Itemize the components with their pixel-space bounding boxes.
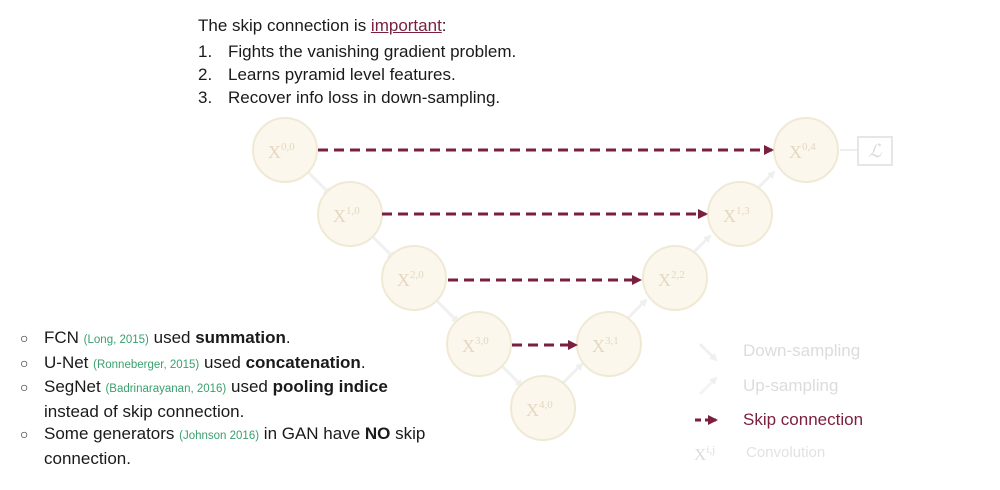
bullet-text: Some generators bbox=[44, 424, 180, 443]
bullet-item: ○ Some generators (Johnson 2016) in GAN … bbox=[20, 423, 470, 470]
bullet-text: instead of skip connection. bbox=[44, 401, 245, 421]
node-superscript: 2,2 bbox=[671, 269, 685, 281]
legend-skip-connection: Skip connection bbox=[743, 410, 864, 429]
bullet-item: ○ SegNet (Badrinarayanan, 2016) used poo… bbox=[20, 376, 470, 423]
node-label: X bbox=[333, 206, 346, 226]
node-superscript: 2,0 bbox=[410, 269, 424, 281]
legend-down-sampling: Down-sampling bbox=[743, 341, 861, 360]
bullet-bold: concatenation bbox=[245, 352, 361, 372]
node-x31: X3,1 bbox=[576, 311, 642, 377]
bullet-item: ○ FCN (Long, 2015) used summation. bbox=[20, 327, 470, 352]
node-x00: X0,0 bbox=[252, 117, 318, 183]
numbered-list: 1. Fights the vanishing gradient problem… bbox=[198, 40, 516, 109]
legend-convolution: Convolution bbox=[746, 444, 826, 461]
node-superscript: 1,0 bbox=[346, 205, 360, 217]
svg-text:X3,1: X3,1 bbox=[592, 335, 619, 356]
node-label: X bbox=[592, 336, 605, 356]
list-item: 2. Learns pyramid level features. bbox=[198, 63, 516, 86]
conv-base: X bbox=[694, 445, 706, 464]
svg-text:X0,0: X0,0 bbox=[268, 141, 295, 162]
node-superscript: 4,0 bbox=[539, 399, 553, 411]
bullet-text: . bbox=[360, 352, 366, 372]
node-label: X bbox=[723, 206, 736, 226]
circle-bullet-icon: ○ bbox=[20, 330, 29, 346]
node-x04: X0,4 bbox=[773, 117, 839, 183]
node-label: X bbox=[526, 400, 539, 420]
list-text: Recover info loss in down-sampling. bbox=[228, 88, 501, 107]
bullet-text: U-Net bbox=[44, 352, 94, 372]
node-superscript: 1,3 bbox=[736, 205, 750, 217]
bullet-text: . bbox=[285, 328, 291, 347]
bullet-text: SegNet bbox=[44, 377, 106, 396]
bullet-text: skip bbox=[390, 424, 426, 443]
svg-text:X4,0: X4,0 bbox=[526, 399, 553, 420]
bullet-bold: pooling indice bbox=[272, 377, 388, 396]
bullet-text: FCN bbox=[44, 328, 84, 347]
up-sampling-legend-icon bbox=[698, 376, 718, 396]
bullet-item: ○ U-Net (Ronneberger, 2015) used concate… bbox=[20, 352, 470, 377]
citation: (Johnson 2016) bbox=[179, 430, 260, 442]
node-x22: X2,2 bbox=[642, 245, 708, 311]
bullet-list: ○ FCN (Long, 2015) used summation. ○ U-N… bbox=[20, 327, 470, 470]
node-x30: X3,0 bbox=[446, 311, 512, 377]
svg-text:X1,0: X1,0 bbox=[333, 205, 360, 226]
list-text: Learns pyramid level features. bbox=[228, 65, 456, 84]
skip-connections bbox=[318, 145, 774, 350]
convolution-legend-icon: Xi,j bbox=[694, 444, 715, 464]
svg-text:X2,0: X2,0 bbox=[397, 269, 424, 290]
node-label: X bbox=[789, 142, 802, 162]
node-superscript: 3,0 bbox=[475, 335, 489, 347]
node-x20: X2,0 bbox=[381, 245, 447, 311]
list-number: 2. bbox=[198, 65, 213, 84]
node-x40: X4,0 bbox=[510, 375, 576, 441]
list-text: Fights the vanishing gradient problem. bbox=[228, 42, 517, 61]
node-label: X bbox=[397, 270, 410, 290]
svg-text:X3,0: X3,0 bbox=[462, 335, 489, 356]
list-number: 3. bbox=[198, 88, 213, 107]
list-item: 3. Recover info loss in down-sampling. bbox=[198, 86, 516, 109]
node-superscript: 3,1 bbox=[605, 335, 619, 347]
bullet-text: used bbox=[199, 352, 246, 372]
bullet-text: used bbox=[148, 328, 196, 347]
header-prefix: The skip connection is bbox=[198, 16, 371, 35]
header-suffix: : bbox=[441, 16, 447, 35]
circle-bullet-icon: ○ bbox=[20, 379, 29, 395]
node-label: X bbox=[658, 270, 671, 290]
citation: (Long, 2015) bbox=[83, 334, 149, 346]
bullet-bold: NO bbox=[364, 424, 391, 443]
legend-up-sampling: Up-sampling bbox=[743, 376, 839, 395]
node-x10: X1,0 bbox=[317, 181, 383, 247]
bullet-bold: summation bbox=[195, 328, 286, 347]
svg-text:X1,3: X1,3 bbox=[723, 205, 750, 226]
node-superscript: 0,4 bbox=[802, 141, 816, 153]
node-label: X bbox=[462, 336, 475, 356]
node-superscript: 0,0 bbox=[281, 141, 295, 153]
bullet-text: used bbox=[226, 377, 273, 396]
header-line: The skip connection is important: bbox=[198, 15, 447, 36]
citation: (Ronneberger, 2015) bbox=[93, 358, 200, 371]
svg-text:X2,2: X2,2 bbox=[658, 269, 685, 290]
header-highlight: important bbox=[370, 16, 442, 35]
node-label: X bbox=[268, 142, 281, 162]
citation: (Badrinarayanan, 2016) bbox=[105, 383, 227, 395]
down-sampling-legend-icon bbox=[698, 342, 718, 362]
loss-symbol: ℒ bbox=[869, 141, 883, 161]
loss-box: ℒ bbox=[857, 136, 893, 166]
list-item: 1. Fights the vanishing gradient problem… bbox=[198, 40, 516, 63]
svg-text:X0,4: X0,4 bbox=[789, 141, 816, 162]
node-x13: X1,3 bbox=[707, 181, 773, 247]
circle-bullet-icon: ○ bbox=[20, 426, 29, 442]
bullet-text: in GAN have bbox=[259, 424, 365, 443]
circle-bullet-icon: ○ bbox=[20, 354, 29, 371]
conv-superscript: i,j bbox=[706, 444, 715, 456]
bullet-text: connection. bbox=[44, 448, 131, 468]
down-sampling-arrows bbox=[306, 170, 524, 388]
list-number: 1. bbox=[198, 42, 213, 61]
